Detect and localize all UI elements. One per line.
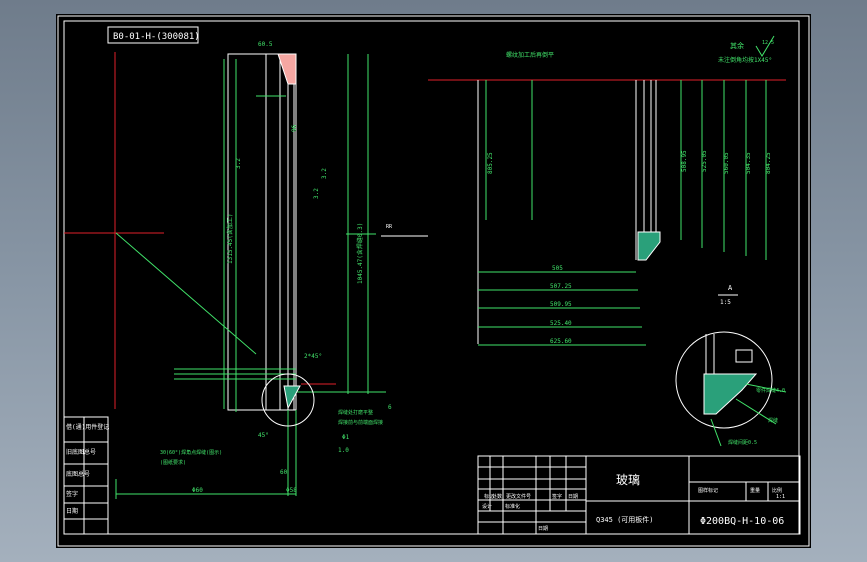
dim-chamfer: 2*45° [304,353,322,360]
strip-row-4: 签字 [66,490,78,498]
tb-weight: 重量 [750,487,760,494]
note-weld-front: 焊接前与前端面焊接 [338,419,383,426]
dim-weld-length: 1045.47(含焊缝0.3) [356,223,364,284]
dim-angle: 45° [258,432,269,439]
right-weld-hatch [637,231,661,261]
tb-design: 设计 [482,503,492,510]
surface-symbol: 12.5 [762,40,774,46]
tb-standard: 标准化 [505,503,520,510]
roughness-symbol-icon [755,35,775,57]
detail-label-1: 零件焊缝4.0 [756,387,785,394]
tb-date-2: 日期 [538,526,548,532]
dim-3-2-a: 3.2 [235,158,242,169]
tb-mark: 标记 [484,493,494,500]
rv-dim-5: 504.35 [745,152,752,174]
dim-96: 96 [291,124,298,132]
right-view-outline [477,80,657,344]
part-name: 玻璃 [616,473,640,487]
dim-6: 6 [388,404,392,411]
top-note: 螺纹加工后再倒平 [506,51,554,59]
left-title-strip [63,416,109,535]
right-view-dimensions [478,80,767,346]
note-weld-spot: 30(60°)焊角点焊缝(图示) [160,449,222,456]
drawing-number: Φ200BQ-H-10-06 [700,516,784,527]
tb-scale-label: 比例 [772,487,782,494]
rh-dim-5: 625.60 [550,338,572,345]
rv-dim-6: 804.25 [765,152,772,174]
dim-3-2-b: 3.2 [321,168,328,179]
left-weld-hatch [283,385,301,410]
detail-weld-hatch [703,373,758,415]
dim-phi58: Φ58 [286,487,297,494]
rv-dim-2: 508.95 [681,150,688,172]
left-view-dimensions [115,54,386,499]
cad-drawing: 借(通)用件登记 旧底图总号 底图总号 签字 日期 B0-01-H-(30008… [57,15,810,547]
rh-dim-2: 507.25 [550,283,572,290]
strip-row-5: 日期 [66,507,78,515]
top-chamfer-hatch [277,53,297,85]
detail-label-2: 焊缝间距0.5 [728,439,757,446]
strip-row-1: 借(通)用件登记 [66,423,109,431]
note-drawing-req: (图纸要求) [160,459,186,466]
dim-overall-length: 1315.45(含加工) [226,213,234,264]
outer-border [57,15,810,547]
rh-dim-1: 505 [552,265,563,272]
detail-scale: 1:5 [720,299,731,306]
center-lines [64,52,786,409]
dim-phi60: Φ60 [192,487,203,494]
strip-row-3: 底图总号 [66,470,90,478]
detail-marker-circle [261,373,315,427]
detail-leaders [710,383,787,447]
small-mark: RR [386,224,393,230]
left-view-outline [227,53,297,411]
tb-change-doc: 更改文件号 [506,493,531,500]
tb-date: 日期 [568,494,578,500]
dim-1-0: 1.0 [338,447,349,454]
tb-count: 处数 [492,493,502,500]
part-code-box [107,26,199,44]
drawing-sheet: 借(通)用件登记 旧底图总号 底图总号 签字 日期 B0-01-H-(30008… [56,14,811,548]
tb-scale-value: 1:1 [776,494,785,500]
rh-dim-3: 509.95 [550,301,572,308]
detail-view-circle [675,331,773,429]
dim-3-2-c: 3.2 [313,188,320,199]
surface-note-1: 其余 [730,41,744,50]
title-block-grid [477,455,801,535]
dim-60: 60 [280,469,288,476]
part-code-text: B0-01-H-(300081) [113,32,200,42]
material: Q345 (可用板件) [596,515,654,524]
dim-60-5: 60.5 [258,41,273,48]
strip-row-2: 旧底图总号 [66,448,96,456]
inner-border [63,20,800,535]
rh-dim-4: 525.40 [550,320,572,327]
tb-drawing-mark: 图样标记 [698,487,718,494]
detail-label: A [728,284,733,292]
rv-dim-3: 525.05 [701,150,708,172]
detail-view-lines [705,334,753,374]
detail-label-3: 焊缝 [768,417,778,424]
note-weld-grind: 焊缝处打磨平整 [338,409,373,416]
tb-sign: 签字 [552,493,562,500]
surface-note-2: 未注倒角均按1X45° [718,56,772,64]
rv-dim-1: 805.25 [487,152,494,174]
rv-dim-4: 560.05 [723,152,730,174]
dim-phi1: Φ1 [342,434,350,441]
